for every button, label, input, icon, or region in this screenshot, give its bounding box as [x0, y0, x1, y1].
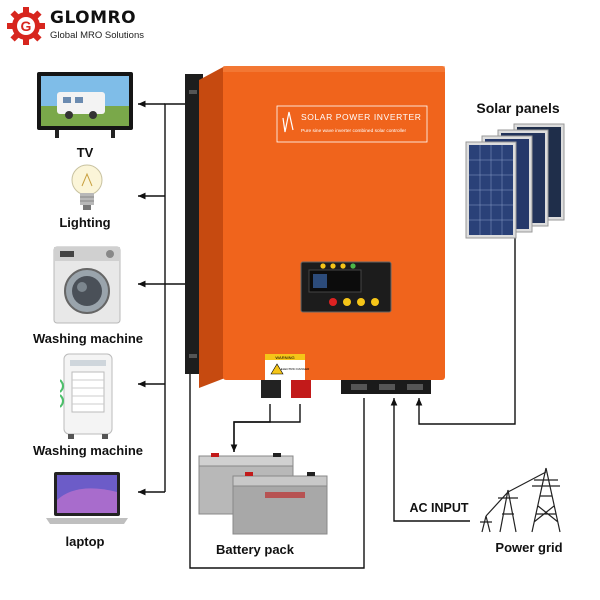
lighting-label: Lighting: [59, 215, 111, 230]
wire-battery: [230, 404, 271, 452]
cooler-label: Washing machine: [32, 443, 144, 458]
washing-machine-icon: [53, 246, 121, 324]
battery-pack-label: Battery pack: [215, 542, 295, 557]
wire-ac-input: [390, 398, 470, 522]
washing-machine-label: Washing machine: [32, 331, 144, 346]
air-cooler-icon: [60, 353, 113, 439]
tv-icon: [37, 72, 133, 138]
gear-logo-icon: G: [7, 7, 45, 45]
logo-letter: G: [21, 18, 32, 34]
solar-power-inverter: SOLAR POWER INVERTER Pure sine wave inve…: [185, 66, 445, 398]
solar-panels-label: Solar panels: [476, 100, 560, 116]
wire-solar: [415, 238, 516, 425]
power-grid-icon: [480, 467, 561, 533]
tv-label: TV: [76, 145, 94, 160]
brand-logo: G: [6, 6, 46, 46]
inverter-subtitle: Pure sine wave inverter combined solar c…: [301, 128, 406, 134]
brand-name: GLOMRO: [50, 8, 137, 28]
warning-text: WARNING: [275, 355, 294, 360]
light-bulb-icon: [71, 164, 103, 210]
sine-wave-icon: [282, 111, 294, 133]
electric-danger-text: ELECTRIC DANGER: [281, 367, 310, 371]
laptop-icon: [46, 472, 128, 524]
solar-panels-icon: [465, 123, 565, 239]
power-grid-label: Power grid: [495, 540, 563, 555]
wire-to-washing-machine: [189, 284, 365, 569]
battery-pack-icon: [198, 453, 328, 535]
brand-tagline: Global MRO Solutions: [50, 30, 144, 41]
ac-input-label: AC INPUT: [409, 501, 469, 515]
inverter-title: SOLAR POWER INVERTER: [301, 112, 421, 122]
laptop-label: laptop: [65, 534, 105, 549]
